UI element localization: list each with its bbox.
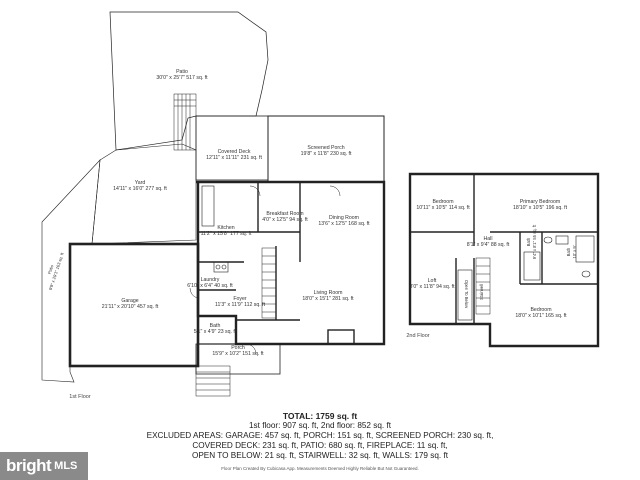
room-label-bath2: Bath9'4" x 8'1" 55 sq. ft [526,224,537,259]
fireplace [327,329,355,345]
porch-steps [195,365,231,397]
first-floor-label: 1st Floor [69,394,91,400]
credit-note: Floor Plan Created By Cubicasa App. Meas… [221,466,419,471]
area-summary: TOTAL: 1759 sq. ft 1st floor: 907 sq. ft… [0,411,640,474]
room-label-bath3: Bath10' x 9' [566,245,577,258]
brand-suffix: MLS [54,460,78,472]
yard-outline [91,143,197,245]
kitchen-fixtures [201,185,229,273]
door-swings [189,185,341,355]
upstairs-stairs [475,257,491,315]
second-floor-label: 2nd Floor [406,333,429,339]
patio-steps [173,93,197,151]
main-stairs [261,247,277,319]
room-label-patio-side: Patio9'9" x 29'1" 163 sq. ft [42,249,65,290]
garage-outline [68,242,200,368]
open-below-area [457,269,473,321]
total-area: TOTAL: 1759 sq. ft [282,411,358,421]
bright-mls-logo: bright MLS [0,452,88,480]
excluded-areas-1: EXCLUDED AREAS: GARAGE: 457 sq. ft, PORC… [146,431,494,440]
covered-deck-outline [195,115,269,181]
second-floor-walls [410,174,598,324]
second-floor-outline [408,172,600,348]
room-label-open-below: Open To Below [464,280,469,309]
interior-walls [198,182,301,321]
second-floor-plan [408,172,600,348]
first-floor-plan [41,11,386,397]
floor-areas: 1st floor: 907 sq. ft, 2nd floor: 852 sq… [249,421,391,430]
brand-name: bright [6,456,52,475]
patio-top-outline [109,11,269,151]
bath-fixtures [523,235,595,281]
porch-outline [195,343,281,375]
excluded-areas-2: COVERED DECK: 231 sq. ft, PATIO: 680 sq.… [192,441,448,450]
excluded-areas-3: OPEN TO BELOW: 21 sq. ft, STAIRWELL: 32 … [191,451,449,460]
room-label-stair: Stairwell [479,284,484,300]
